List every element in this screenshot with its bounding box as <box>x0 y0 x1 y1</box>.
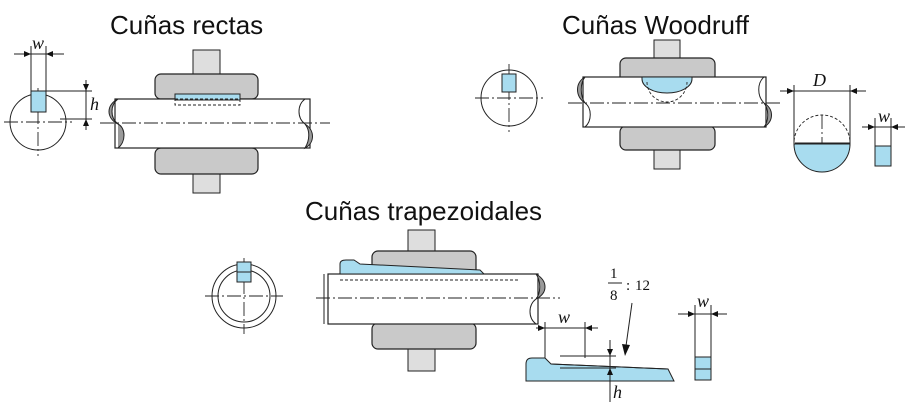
woodruff-side-view <box>568 39 780 170</box>
woodruff-key-detail: D <box>780 70 866 173</box>
title-tapered-keys: Cuñas trapezoidales <box>305 196 542 226</box>
woodruff-key-half <box>793 143 851 173</box>
woodruff-key-end-rect <box>874 145 892 167</box>
taper-numerator: 1 <box>610 266 618 282</box>
woodruff-key-section <box>501 73 517 93</box>
title-straight-keys: Cuñas rectas <box>110 10 263 40</box>
tapered-side-view <box>316 229 560 372</box>
taper-denominator: 8 <box>610 288 618 304</box>
tapered-key-detail: w h 1 8 : 12 <box>525 266 675 402</box>
straight-h-label: h <box>90 94 99 114</box>
woodruff-cross-section <box>475 64 543 132</box>
taper-colon: : <box>626 278 630 294</box>
tapered-h-label: h <box>613 382 622 402</box>
woodruff-w-label: w <box>878 106 890 126</box>
tapered-key-profile <box>525 357 675 382</box>
tapered-key-side <box>339 259 486 275</box>
straight-key-side-view <box>100 49 330 194</box>
woodruff-key-side <box>641 76 693 94</box>
woodruff-key-end: w <box>862 106 905 167</box>
straight-key-side <box>174 93 241 101</box>
tapered-w-label: w <box>558 307 570 327</box>
title-woodruff-keys: Cuñas Woodruff <box>562 10 750 40</box>
woodruff-D-label: D <box>812 70 826 90</box>
straight-w-label: w <box>32 33 44 53</box>
taper-ratio: 12 <box>635 278 650 294</box>
tapered-cross-section <box>205 258 283 334</box>
tapered-key-end: w <box>678 291 727 381</box>
straight-key-section <box>30 90 47 113</box>
tapered-end-w-label: w <box>697 291 709 311</box>
straight-key-cross-section: w h <box>4 33 99 156</box>
